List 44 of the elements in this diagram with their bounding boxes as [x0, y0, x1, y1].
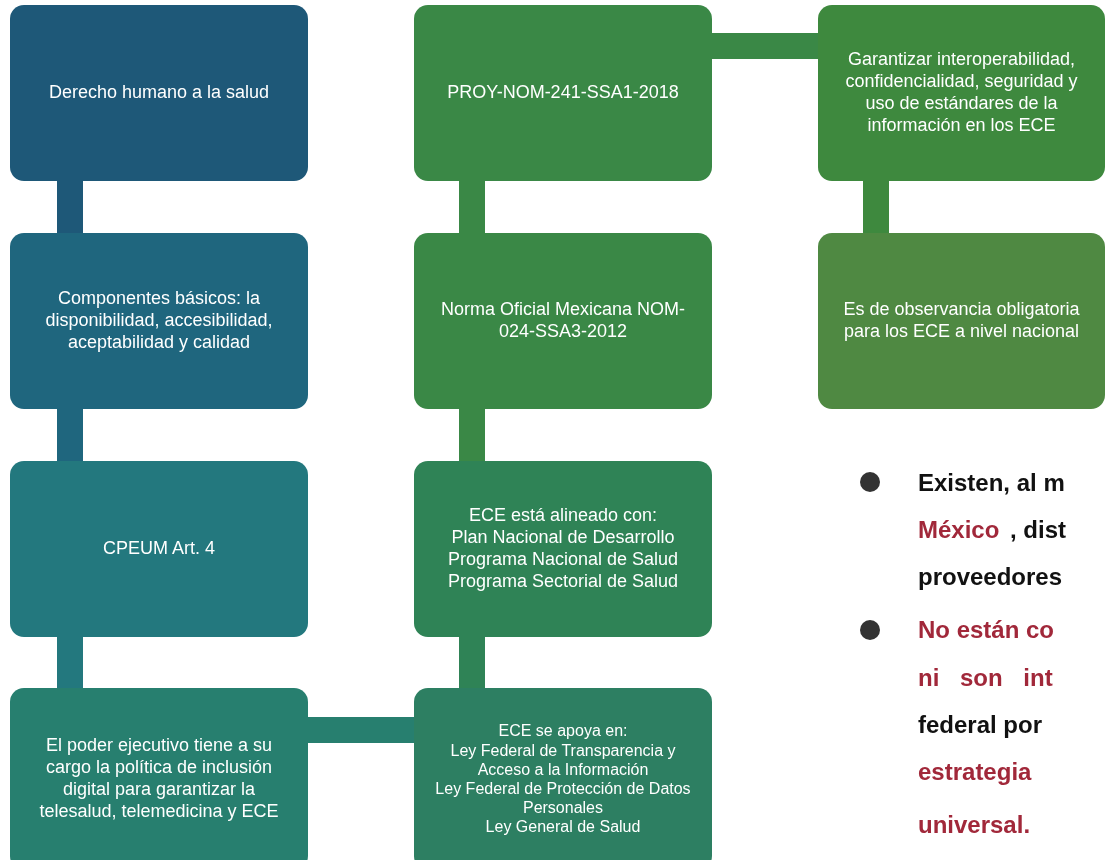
box-text: ECE se apoya en: [498, 721, 628, 741]
bullet-text: proveedores [918, 562, 1063, 592]
box-text: Ley Federal de Transparencia y Acceso a la Información [449, 740, 677, 779]
connector-bar [712, 33, 818, 59]
box-text: Es de observancia obligatoria para los ECE a nivel nacional [842, 299, 1081, 343]
box-text: PROY-NOM-241-SSA1-2018 [447, 82, 679, 104]
box-text: ECE está alineado con: [468, 505, 658, 528]
process-box [414, 688, 712, 860]
box-text: Plan Nacional de Desarrollo [451, 527, 675, 549]
connector-bar [459, 181, 485, 233]
connector-bar [57, 409, 83, 461]
box-text: Programa Nacional de Salud [447, 549, 679, 571]
bullet-text: No están co [918, 615, 1055, 645]
bullet-text: ni son int [918, 663, 1053, 693]
box-text: Derecho humano a la salud [48, 82, 270, 104]
process-box [414, 461, 712, 637]
box-text: Programa Sectorial de Salud [447, 570, 679, 593]
bullet-text: , dist [1010, 515, 1066, 545]
connector-bar [57, 637, 83, 688]
box-text: CPEUM Art. 4 [103, 538, 215, 560]
process-box [10, 5, 308, 181]
box-text: Componentes básicos: la disponibilidad, accesibilidad, aceptabilidad y calidad [44, 288, 274, 354]
box-text: Norma Oficial Mexicana NOM-024-SSA3-2012 [439, 299, 686, 343]
process-box [414, 233, 712, 409]
bullet-text: estrategia [918, 757, 1032, 787]
connector-bar [459, 637, 485, 688]
bullet-text: México [918, 515, 1000, 545]
connector-bar [57, 181, 83, 233]
box-text: Garantizar interoperabilidad, confidencialidad, seguridad y uso de estándares de la información en los ECE [844, 49, 1079, 137]
connector-bar [863, 181, 889, 233]
bullet-text: federal por [918, 710, 1043, 740]
process-box [10, 233, 308, 409]
bullet-text: Existen, al m [918, 468, 1065, 498]
bullet-text: universal. [918, 810, 1031, 840]
connector-bar [459, 409, 485, 461]
process-box [414, 5, 712, 181]
box-text: Ley Federal de Protección de Datos Personales [434, 779, 692, 818]
process-box [818, 233, 1105, 409]
process-box [10, 688, 308, 860]
box-text: El poder ejecutivo tiene a su cargo la política de inclusión digital para garantizar la telesalud, telemedicina y ECE [38, 735, 280, 823]
connector-bar [308, 717, 414, 743]
box-text: Ley General de Salud [485, 817, 641, 837]
process-box [818, 5, 1105, 181]
process-box [10, 461, 308, 637]
